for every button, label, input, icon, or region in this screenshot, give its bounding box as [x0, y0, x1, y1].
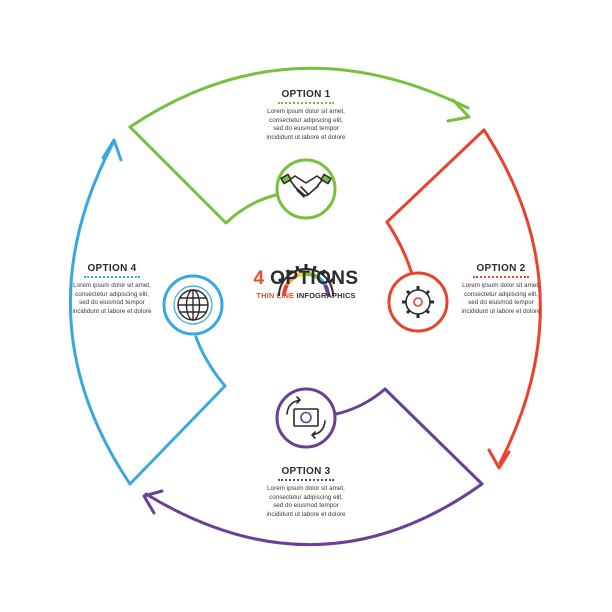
option-1-line: Lorem ipsum dolor sit amet, [267, 108, 345, 115]
option-1-title: OPTION 1 [281, 89, 331, 100]
option-4-text: Lorem ipsum dolor sit amet, consectetur … [52, 282, 172, 316]
option-4-line: sed do eiusmod tempor [79, 299, 145, 307]
arc-option-4 [68, 141, 132, 486]
center-title-block: 4 OPTIONS THIN LINE INFOGRAPHICS [244, 268, 368, 300]
gauge-arc-segment [282, 284, 289, 297]
option-1-block: OPTION 1 Lorem ipsum dolor sit amet, con… [246, 89, 366, 142]
arrowhead-option-3 [142, 489, 164, 515]
option-3-block: OPTION 3 Lorem ipsum dolor sit amet, con… [246, 466, 366, 519]
option-1-divider [278, 102, 334, 104]
gauge-arc-segment [294, 272, 307, 279]
connector-option-1 [128, 125, 278, 225]
option-2-line: incididunt ut labore et dolore [461, 307, 541, 315]
gauge-color-arcs [282, 272, 330, 297]
segment-option-4 [68, 138, 227, 486]
center-title: 4 OPTIONS [244, 268, 368, 290]
option-3-line: Lorem ipsum dolor sit amet, [267, 485, 345, 492]
option-3-line: sed do eiusmod tempor [273, 502, 339, 510]
option-3-line: incididunt ut labore et dolore [266, 510, 346, 518]
center-gauge-icon [277, 264, 335, 297]
icon-circle-option-4 [162, 274, 224, 336]
center-subtitle-highlight: THIN LINE [256, 291, 295, 300]
option-2-block: OPTION 2 Lorem ipsum dolor sit amet, con… [441, 263, 561, 316]
gauge-arc-segment [305, 272, 318, 279]
option-4-line: incididunt ut labore et dolore [72, 307, 152, 315]
icon-circle-option-3 [275, 387, 337, 449]
gauge-arc-segment [285, 275, 297, 287]
option-4-block: OPTION 4 Lorem ipsum dolor sit amet, con… [52, 263, 172, 316]
option-1-line: sed do eiusmod tempor [273, 125, 339, 133]
arc-option-1 [128, 66, 470, 129]
option-2-divider [473, 276, 529, 278]
option-4-title: OPTION 4 [87, 263, 137, 274]
option-3-line: consectetur adipiscing elit, [269, 493, 343, 501]
center-subtitle-rest: INFOGRAPHICS [296, 291, 356, 300]
segment-option-1 [128, 66, 471, 225]
center-title-number: 4 [253, 268, 265, 289]
option-3-title: OPTION 3 [281, 466, 331, 477]
arc-option-3 [144, 482, 484, 546]
gauge-arc-segment [315, 275, 327, 287]
icon-circle-option-1 [275, 158, 337, 220]
option-2-text: Lorem ipsum dolor sit amet, consectetur … [441, 282, 561, 316]
icon-circle-option-2 [387, 271, 449, 333]
gears-icon [402, 286, 434, 318]
arc-option-2 [482, 128, 542, 465]
center-subtitle: THIN LINE INFOGRAPHICS [244, 291, 368, 300]
money-exchange-icon [286, 396, 326, 439]
arrowhead-option-1 [446, 98, 471, 123]
globe-icon [173, 285, 213, 325]
center-title-word: OPTIONS [270, 268, 359, 289]
option-2-line: Lorem ipsum dolor sit amet, [462, 282, 540, 289]
connector-option-4 [128, 335, 227, 486]
segment-option-3 [142, 387, 484, 546]
arrowhead-option-2 [487, 448, 511, 470]
gauge-arc-segment [323, 284, 330, 297]
option-1-line: consectetur adipiscing elit, [269, 116, 343, 124]
handshake-icon [280, 173, 332, 198]
option-4-divider [84, 276, 140, 278]
option-3-text: Lorem ipsum dolor sit amet, consectetur … [246, 485, 366, 519]
arrowhead-option-4 [101, 138, 123, 162]
connector-option-2 [385, 128, 486, 276]
option-4-line: Lorem ipsum dolor sit amet, [73, 282, 151, 289]
option-3-divider [278, 479, 334, 481]
option-4-line: consectetur adipiscing elit, [75, 290, 149, 298]
option-2-line: consectetur adipiscing elit, [464, 290, 538, 298]
connector-option-3 [334, 387, 484, 486]
option-1-text: Lorem ipsum dolor sit amet, consectetur … [246, 108, 366, 142]
option-2-title: OPTION 2 [476, 263, 526, 274]
option-2-line: sed do eiusmod tempor [468, 299, 534, 307]
option-1-line: incididunt ut labore et dolore [266, 133, 346, 141]
segment-option-2 [385, 128, 542, 470]
